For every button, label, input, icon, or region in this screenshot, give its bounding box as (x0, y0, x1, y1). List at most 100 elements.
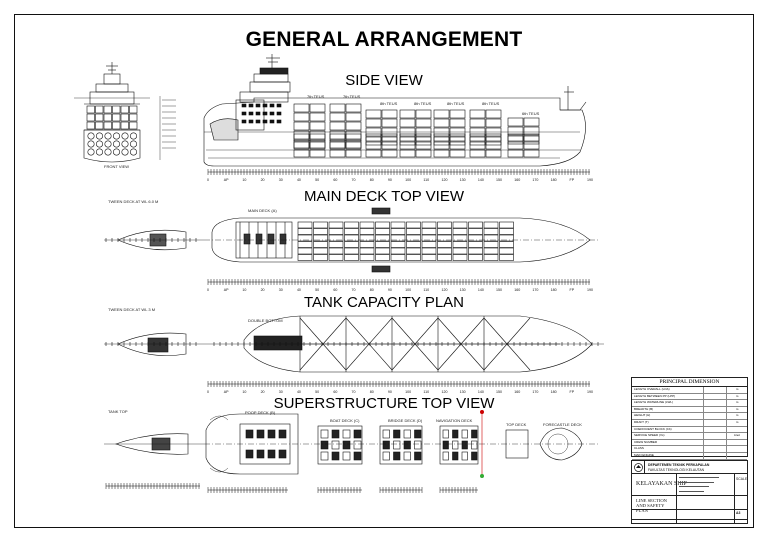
room (414, 429, 422, 439)
side-view-drawing (203, 54, 587, 167)
container-box (437, 241, 452, 248)
container-box (293, 149, 310, 158)
container-box (86, 121, 95, 130)
frame-number: 30 (279, 390, 283, 394)
container-box (297, 228, 313, 235)
container-section (87, 132, 95, 140)
container-box (499, 234, 514, 242)
dimension-unit (727, 427, 747, 433)
container-box (365, 118, 382, 128)
container-box (415, 109, 432, 119)
institution-logo-icon (634, 463, 643, 472)
container-box (313, 254, 328, 261)
hold-label: 7th TEUS (307, 94, 325, 99)
room (320, 440, 329, 450)
container-box (103, 113, 112, 122)
container-box (421, 234, 437, 242)
container-box (309, 103, 326, 113)
navigation-deck-label: NAVIGATION DECK (436, 418, 473, 423)
dimension-value (704, 446, 728, 452)
dimension-name: COEFFICIENT BLOCK (Cb) (632, 426, 705, 433)
room (471, 429, 478, 439)
container-box (421, 228, 437, 235)
container-box (449, 109, 466, 119)
container-box (390, 241, 406, 248)
frame-number: 170 (532, 390, 538, 394)
window (255, 103, 261, 108)
container-box (297, 254, 313, 261)
room (245, 429, 254, 439)
container-box (523, 135, 540, 145)
superstructure-title: SUPERSTRUCTURE TOP VIEW (273, 395, 495, 412)
frame-number: 170 (532, 178, 538, 182)
container-box (112, 121, 121, 130)
frame-number: 70 (352, 178, 356, 182)
container-box (452, 221, 468, 229)
container-box (103, 105, 112, 114)
frame-number: 90 (388, 178, 392, 182)
container-box (390, 228, 406, 235)
container-box (415, 141, 432, 150)
container-box (468, 254, 483, 261)
project-name: KELAYAKAN SHIP (636, 481, 687, 487)
frame-number: 30 (279, 178, 283, 182)
container-box (437, 254, 452, 261)
container-box (399, 109, 416, 119)
institution-line-1: DEPARTEMEN TEKNIK PERKAPALAN (648, 463, 710, 467)
frame-number: 50 (315, 178, 319, 182)
tank-plan-title: TANK CAPACITY PLAN (303, 294, 465, 311)
room (382, 451, 390, 461)
room (461, 440, 468, 450)
dimension-unit (727, 453, 747, 459)
frame-number: 20 (261, 288, 265, 292)
room (403, 451, 411, 461)
room (256, 429, 265, 439)
container-box (95, 113, 104, 122)
dimension-unit (727, 446, 747, 452)
container-box (415, 133, 432, 142)
container-box (359, 254, 375, 261)
window (269, 103, 275, 108)
container-box (483, 228, 499, 235)
window (241, 119, 247, 124)
room (403, 440, 411, 450)
container-box (328, 221, 344, 229)
container-box (469, 109, 486, 119)
container-box (313, 221, 328, 229)
container-box (293, 112, 310, 122)
frame-number: 60 (333, 288, 337, 292)
container-box (449, 118, 466, 128)
window (262, 111, 268, 116)
container-box (469, 149, 486, 158)
frame-number: 40 (297, 288, 301, 292)
room (342, 440, 351, 450)
container-box (507, 133, 524, 142)
container-box (313, 228, 328, 235)
container-box (344, 254, 359, 261)
dimension-name: LENGTH WATERLINE (LWL) (632, 400, 705, 406)
container-box (344, 241, 359, 248)
room (267, 429, 276, 439)
container-box (406, 228, 421, 235)
room (452, 429, 459, 439)
room (452, 440, 459, 450)
container-box (523, 133, 540, 142)
room (331, 440, 340, 450)
container-box (468, 241, 483, 248)
container-box (344, 247, 359, 255)
room (471, 451, 478, 461)
dimension-value (704, 426, 728, 433)
container-box (507, 149, 524, 158)
frame-number: 130 (460, 288, 466, 292)
container-box (406, 241, 421, 248)
frame-number: FP (570, 390, 575, 394)
container-box (381, 149, 398, 158)
dimension-value (704, 406, 728, 413)
container-section (96, 148, 104, 156)
container-box (345, 112, 362, 122)
dimension-name: CLASS (632, 446, 705, 452)
container-box (103, 121, 112, 130)
container-box (469, 133, 486, 142)
container-box (329, 133, 346, 142)
room (393, 429, 401, 439)
